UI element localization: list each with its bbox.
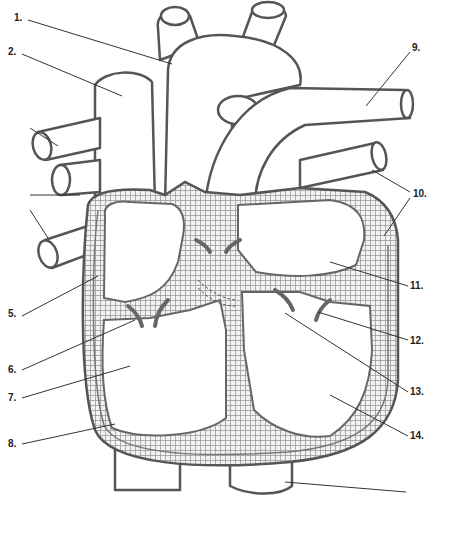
right-ventricle [103,300,226,435]
leader-line [22,366,130,398]
leader-line [30,195,80,196]
leader-line [22,320,135,370]
vessel-end [369,141,389,171]
left-atrium [238,200,364,276]
left-ventricle [242,292,372,437]
callout-number: 9. [412,42,420,54]
leader-line [22,54,122,96]
leader-line [30,210,48,238]
callout-number: 2. [8,46,16,58]
leader-line [22,276,98,316]
vessel-end [161,7,189,25]
septal-opening [198,280,235,306]
leader-line [285,313,408,392]
leader-line [330,395,408,436]
heart-wall [83,182,398,465]
valve-flap [128,306,142,326]
callout-number: 12. [410,335,424,347]
callout-number: 6. [8,364,16,376]
leader-lines [22,20,410,492]
vessel-end [252,2,284,18]
valve-flap [316,300,330,320]
valve-flap [226,240,240,252]
leader-line [28,20,172,64]
valves [128,240,330,326]
valve-flap [155,300,168,326]
leader-line [366,52,410,106]
callout-number: 13. [410,386,424,398]
vessel-end [30,130,55,162]
callout-number: 8. [8,438,16,450]
callout-number: 14. [410,430,424,442]
leader-line [318,312,408,340]
vessel-end [401,90,413,118]
leader-line [330,262,408,286]
vessel-end [35,238,61,270]
chambers [103,200,372,437]
leader-line [384,198,410,236]
callout-number: 7. [8,392,16,404]
callout-number: 5. [8,308,16,320]
leader-line [372,170,410,192]
callout-number: 10. [413,188,427,200]
callout-number: 1. [14,12,22,24]
leader-line [30,128,58,146]
valve-flap [196,240,210,252]
leader-line [22,424,115,444]
callout-number: 11. [410,280,423,292]
valve-flap [275,290,293,310]
vessels [30,2,413,494]
vessel-end [52,165,70,195]
right-atrium [104,202,184,302]
leader-line [285,482,406,492]
